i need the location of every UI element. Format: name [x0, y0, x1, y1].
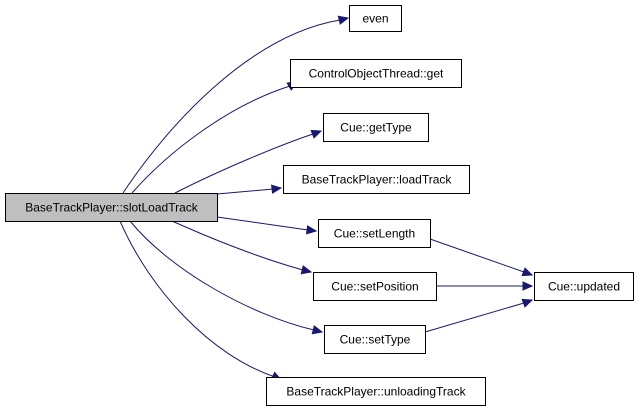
edge-line	[131, 85, 291, 194]
arrowhead-icon	[337, 15, 350, 25]
node-box[interactable]	[349, 5, 402, 32]
node-label: Cue::setPosition	[331, 280, 418, 294]
edge-line	[122, 19, 341, 194]
edge-line	[171, 220, 304, 271]
edges-layer	[119, 15, 534, 381]
node-cue-setlength[interactable]: Cue::setLength	[318, 219, 431, 248]
edge-line	[216, 188, 274, 195]
node-box[interactable]	[283, 165, 470, 194]
edge-cue_setlength-to-cue_updated	[429, 238, 534, 277]
node-label: even	[362, 12, 388, 26]
edge-line	[174, 133, 314, 194]
node-btp-loadtrack[interactable]: BaseTrackPlayer::loadTrack	[283, 165, 470, 194]
node-box[interactable]	[313, 272, 437, 301]
node-box[interactable]	[323, 113, 429, 142]
node-label: Cue::getType	[340, 121, 412, 135]
arrowhead-icon	[311, 325, 324, 335]
arrowhead-icon	[305, 225, 318, 235]
edge-line	[424, 302, 525, 333]
edge-root-to-cue_settype	[129, 220, 324, 335]
edge-root-to-btp_loadtrack	[216, 184, 283, 195]
node-cue-settype[interactable]: Cue::setType	[324, 325, 426, 354]
node-cue-setposition[interactable]: Cue::setPosition	[313, 272, 437, 301]
node-box[interactable]	[266, 377, 486, 406]
edge-connector	[523, 271, 533, 276]
node-label: ControlObjectThread::get	[309, 67, 444, 81]
edge-cue_setposition-to-cue_updated	[436, 281, 534, 291]
edge-root-to-cot_get	[131, 81, 299, 194]
edge-cue_settype-to-cue_updated	[424, 298, 534, 333]
edge-line	[119, 220, 276, 378]
edge-connector	[272, 187, 282, 190]
node-label: BaseTrackPlayer::slotLoadTrack	[25, 201, 199, 215]
node-box[interactable]	[324, 325, 426, 354]
edge-root-to-even	[122, 15, 350, 194]
edge-connector	[339, 17, 349, 21]
edge-line	[216, 216, 309, 231]
edge-connector	[307, 229, 317, 232]
node-even[interactable]: even	[349, 5, 402, 32]
node-label: Cue::setLength	[334, 227, 415, 241]
arrowhead-icon	[270, 184, 283, 194]
edge-line	[129, 220, 315, 331]
node-cot-get[interactable]: ControlObjectThread::get	[290, 59, 462, 88]
edge-connector	[523, 299, 533, 304]
edge-root-to-btp_unloadingtrack	[119, 220, 283, 381]
node-box[interactable]	[318, 219, 431, 248]
node-label: Cue::setType	[340, 333, 411, 347]
node-cue-updated[interactable]: Cue::updated	[534, 272, 634, 301]
edge-connector	[302, 269, 312, 273]
edge-line	[429, 238, 525, 273]
node-label: BaseTrackPlayer::loadTrack	[302, 173, 453, 187]
edge-root-to-cue_setposition	[171, 220, 313, 275]
node-label: Cue::updated	[548, 280, 620, 294]
node-box[interactable]	[290, 59, 462, 88]
node-btp-unloadingtrack[interactable]: BaseTrackPlayer::unloadingTrack	[266, 377, 486, 406]
arrowhead-icon	[300, 265, 313, 275]
edge-connector	[313, 329, 323, 333]
node-box[interactable]	[534, 272, 634, 301]
nodes-layer: BaseTrackPlayer::slotLoadTrack evenContro…	[5, 5, 634, 406]
edge-root-to-cue_gettype	[174, 129, 323, 194]
node-box[interactable]	[5, 193, 218, 222]
node-label: BaseTrackPlayer::unloadingTrack	[286, 385, 466, 399]
edge-root-to-cue_setlength	[216, 216, 318, 235]
node-root[interactable]: BaseTrackPlayer::slotLoadTrack	[5, 193, 218, 222]
edge-connector	[312, 130, 322, 135]
node-cue-gettype[interactable]: Cue::getType	[323, 113, 429, 142]
